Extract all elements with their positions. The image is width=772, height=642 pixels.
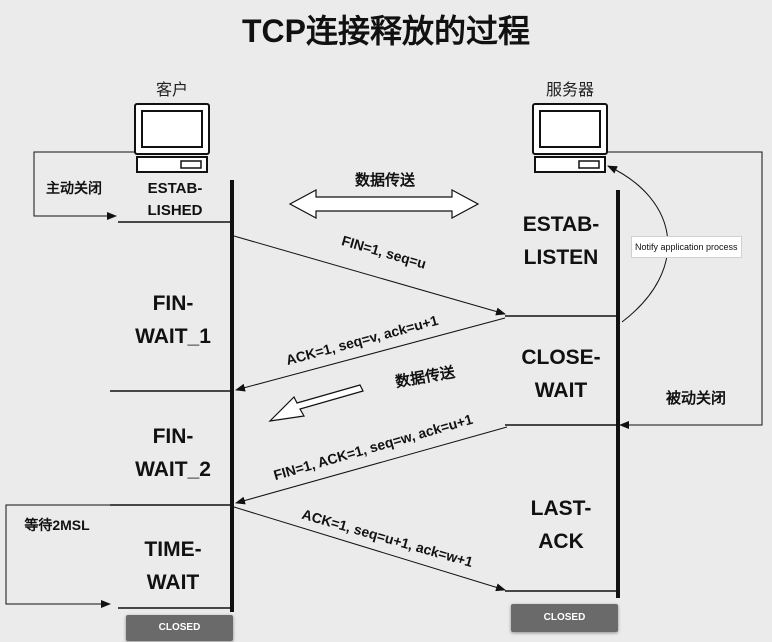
active-close-label: 主动关闭 bbox=[46, 180, 102, 196]
server-computer-icon bbox=[532, 103, 608, 173]
message-arrow-fin-ack bbox=[235, 426, 508, 505]
wait-2msl-arrow bbox=[5, 504, 111, 608]
data-transfer-double-arrow bbox=[288, 188, 480, 220]
page-title: TCP连接释放的过程 bbox=[241, 13, 530, 49]
message-arrow-ack bbox=[235, 317, 506, 392]
client-state-time-wait: TIME- WAIT bbox=[144, 538, 202, 594]
data-transfer-label-1: 数据传送 bbox=[354, 172, 415, 189]
passive-close-arrow bbox=[607, 151, 763, 429]
client-state-established: ESTAB- LISHED bbox=[147, 180, 203, 219]
server-state-last-ack: LAST- ACK bbox=[530, 497, 592, 553]
server-state-established: ESTAB- LISTEN bbox=[522, 213, 600, 269]
server-closed-badge: CLOSED bbox=[511, 604, 618, 632]
message-arrow-fin bbox=[233, 235, 506, 316]
client-label: 客户 bbox=[155, 82, 188, 99]
client-computer-icon bbox=[134, 103, 210, 173]
client-state-fin-wait-2: FIN- WAIT_2 bbox=[135, 425, 211, 481]
message-arrow-final-ack bbox=[233, 506, 506, 592]
passive-close-label: 被动关闭 bbox=[665, 390, 726, 407]
client-state-fin-wait-1: FIN- WAIT_1 bbox=[135, 292, 211, 348]
wait-2msl-label: 等待2MSL bbox=[24, 517, 90, 533]
server-state-close-wait: CLOSE- WAIT bbox=[521, 346, 601, 402]
active-close-arrow bbox=[33, 151, 135, 220]
notify-application-note: Notify application process bbox=[631, 236, 742, 258]
data-transfer-arrow bbox=[268, 384, 364, 422]
server-label: 服务器 bbox=[545, 82, 594, 99]
client-closed-badge: CLOSED bbox=[126, 615, 233, 641]
